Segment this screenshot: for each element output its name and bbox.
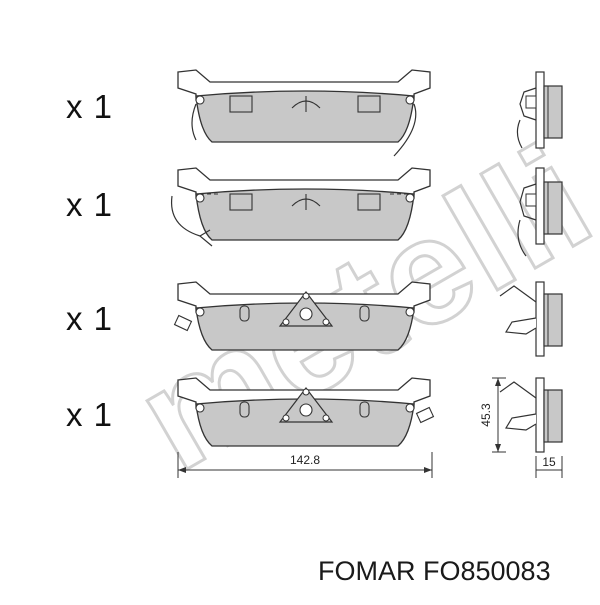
quantity-label-3: x 1 xyxy=(66,300,114,337)
height-dimension: 45.3 xyxy=(479,377,506,453)
thickness-dimension: 15 xyxy=(535,455,563,478)
pad-front-view-2 xyxy=(170,167,431,247)
product-caption: FOMAR FO850083 xyxy=(318,556,551,586)
width-dimension: 142.8 xyxy=(177,452,433,478)
pad-side-view-1 xyxy=(516,71,563,149)
height-value: 45.3 xyxy=(479,403,493,427)
pad-side-view-3 xyxy=(499,281,563,357)
pad-front-view-3 xyxy=(173,281,431,351)
thickness-value: 15 xyxy=(542,455,556,469)
width-value: 142.8 xyxy=(290,453,320,467)
quantity-label-1: x 1 xyxy=(66,88,114,125)
quantity-label-4: x 1 xyxy=(66,396,114,433)
pad-front-view-4 xyxy=(177,377,435,447)
pad-side-view-4 xyxy=(499,377,563,453)
pad-side-view-2 xyxy=(517,167,563,257)
pad-front-view-1 xyxy=(177,69,431,157)
quantity-label-2: x 1 xyxy=(66,186,114,223)
